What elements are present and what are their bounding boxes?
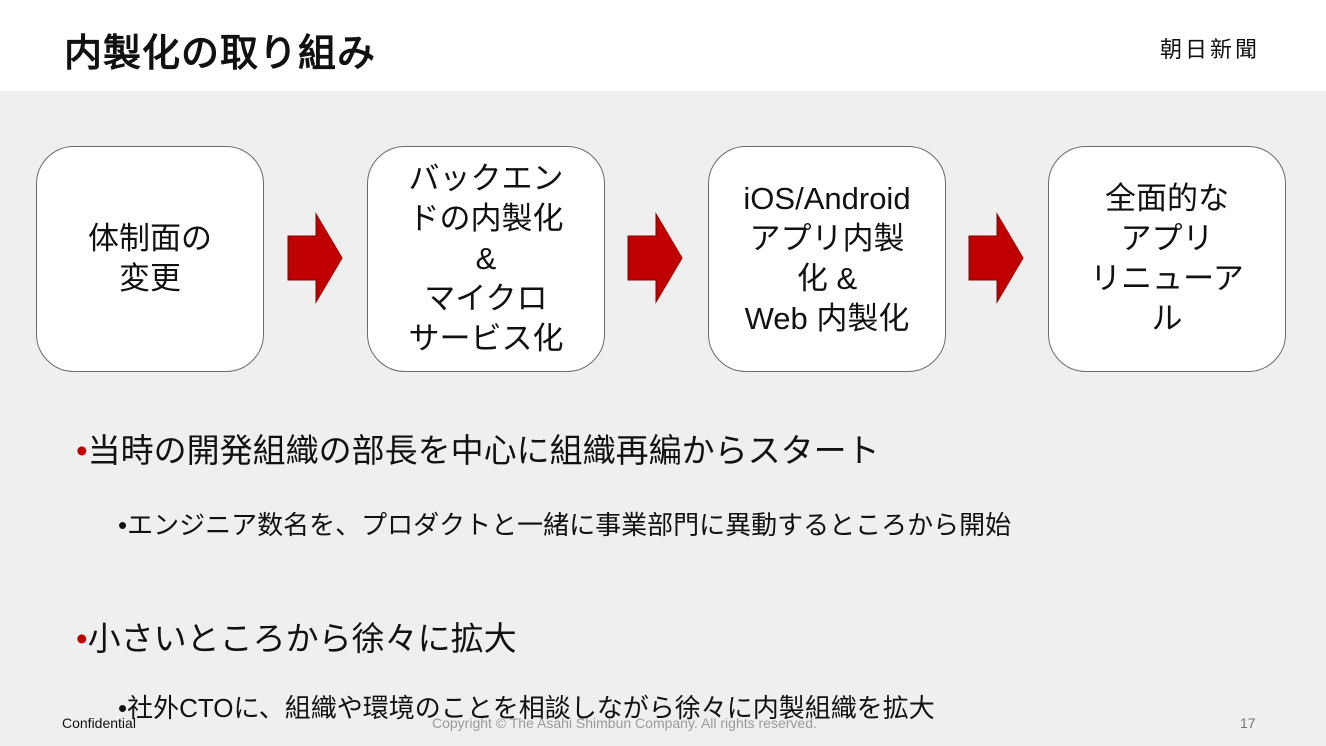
copyright-text: Copyright © The Asahi Shimbun Company. A… <box>432 715 817 731</box>
bullet-text: 当時の開発組織の部長を中心に組織再編からスタート <box>87 432 880 469</box>
flow-step-label: バックエン ドの内製化 & マイクロ サービス化 <box>408 161 564 356</box>
sub-bullet-item: •エンジニア数名を、プロダクトと一緒に事業部門に異動するところから開始 <box>118 505 1011 542</box>
page-number: 17 <box>1240 715 1256 731</box>
right-arrow-icon <box>287 212 343 304</box>
bullet-marker: • <box>76 620 88 657</box>
bullet-marker: • <box>76 432 88 469</box>
sub-bullet-item: •社外CTOに、組織や環境のことを相談しながら徐々に内製組織を拡大 <box>118 688 935 725</box>
slide-header: 内製化の取り組み 朝日新聞 <box>0 0 1326 91</box>
flow-step-1: 体制面の 変更 <box>36 146 264 372</box>
flow-step-4: 全面的な アプリ リニューア ル <box>1048 146 1286 372</box>
confidential-label: Confidential <box>62 715 136 731</box>
flow-step-label: 全面的な アプリ リニューア ル <box>1090 181 1244 336</box>
bullet-marker: • <box>118 693 128 723</box>
flow-step-label: 体制面の 変更 <box>88 221 212 296</box>
asahi-shimbun-logo: 朝日新聞 <box>1160 38 1261 63</box>
bullet-text: 社外CTOに、組織や環境のことを相談しながら徐々に内製組織を拡大 <box>127 693 935 723</box>
slide-title: 内製化の取り組み <box>64 31 377 75</box>
flow-step-label: iOS/Android アプリ内製 化 & Web 内製化 <box>743 181 911 336</box>
bullet-marker: • <box>118 510 128 540</box>
right-arrow-icon <box>968 212 1024 304</box>
flow-step-2: バックエン ドの内製化 & マイクロ サービス化 <box>367 146 605 372</box>
right-arrow-icon <box>627 212 683 304</box>
bullet-item: •小さいところから徐々に拡大 <box>76 612 517 660</box>
bullet-item: •当時の開発組織の部長を中心に組織再編からスタート <box>76 424 880 472</box>
flow-step-3: iOS/Android アプリ内製 化 & Web 内製化 <box>708 146 946 372</box>
bullet-text: 小さいところから徐々に拡大 <box>87 620 517 657</box>
bullet-text: エンジニア数名を、プロダクトと一緒に事業部門に異動するところから開始 <box>127 510 1012 540</box>
